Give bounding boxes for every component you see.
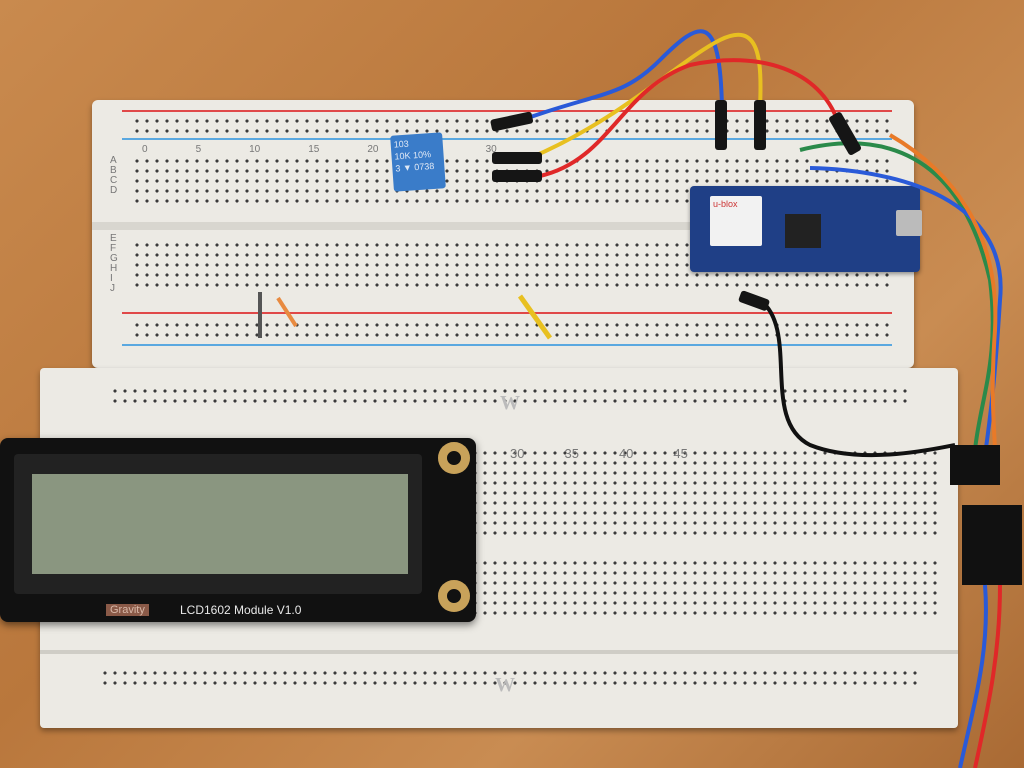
red-wire xyxy=(539,58,840,178)
green-wire xyxy=(799,141,995,451)
power-rail-red xyxy=(122,110,892,112)
row-letter: J xyxy=(110,283,115,294)
row-letter: A xyxy=(110,155,117,166)
row-letter: F xyxy=(110,243,117,254)
column-number: 40 xyxy=(618,446,634,461)
center-channel xyxy=(92,222,914,230)
row-letter: G xyxy=(110,253,118,264)
gravity-brand-label: Gravity xyxy=(106,604,149,616)
power-rail-red-bottom xyxy=(122,312,892,314)
column-number: 0 xyxy=(142,144,148,155)
wire-header xyxy=(962,505,1022,585)
module-label: u-blox xyxy=(713,199,738,209)
brand-logo: W xyxy=(500,392,520,414)
wire-bundle xyxy=(973,584,1002,768)
row-letter: I xyxy=(110,273,113,284)
dupont-connectors xyxy=(490,100,862,311)
column-number: 5 xyxy=(195,144,202,155)
lcd-module: Gravity LCD1602 Module V1.0 xyxy=(0,438,476,622)
column-number: 30 xyxy=(485,144,497,155)
bottom-rail-holes-bottom xyxy=(100,668,920,690)
black-wire xyxy=(758,298,956,458)
column-number: 30 xyxy=(510,446,525,461)
column-number: 15 xyxy=(308,144,320,155)
power-rail-blue-bottom xyxy=(122,344,892,346)
wire-header xyxy=(950,445,1000,485)
bottom-column-numbers: 30 35 40 45 xyxy=(510,446,688,461)
bottom-rail-holes-top xyxy=(110,386,910,408)
power-rail-holes-bottom xyxy=(132,320,892,340)
bottom-terminal-holes xyxy=(470,448,940,538)
ublox-module: u-blox xyxy=(710,196,762,246)
row-letter: E xyxy=(110,233,117,244)
row-letter: H xyxy=(110,263,118,274)
mount-hole xyxy=(438,580,470,612)
wire-bundle xyxy=(958,584,988,768)
jumper-link xyxy=(276,296,298,328)
bottom-divider xyxy=(40,650,958,654)
bottom-terminal-holes-2 xyxy=(470,558,940,618)
orange-wire xyxy=(888,133,998,456)
column-number: 10 xyxy=(249,144,261,155)
blue-wire-2 xyxy=(809,166,1003,456)
blue-wire xyxy=(499,29,724,130)
usb-port xyxy=(896,210,922,236)
brand-logo: W xyxy=(495,674,515,696)
lcd-model-label: LCD1602 Module V1.0 xyxy=(180,603,302,617)
row-letter: D xyxy=(110,185,118,196)
row-letter: C xyxy=(110,175,118,186)
mount-hole xyxy=(438,442,470,474)
column-number: 45 xyxy=(673,446,688,461)
arduino-nano-board: u-blox xyxy=(690,186,922,272)
power-rail-blue xyxy=(122,138,892,140)
chip xyxy=(785,214,821,248)
column-number: 20 xyxy=(367,144,379,155)
lcd-screen xyxy=(32,474,408,574)
column-number: 35 xyxy=(564,446,579,461)
row-letter: B xyxy=(110,165,117,176)
row-letters: A B C D E F G H I J xyxy=(110,156,118,294)
jumper-link xyxy=(517,294,553,340)
